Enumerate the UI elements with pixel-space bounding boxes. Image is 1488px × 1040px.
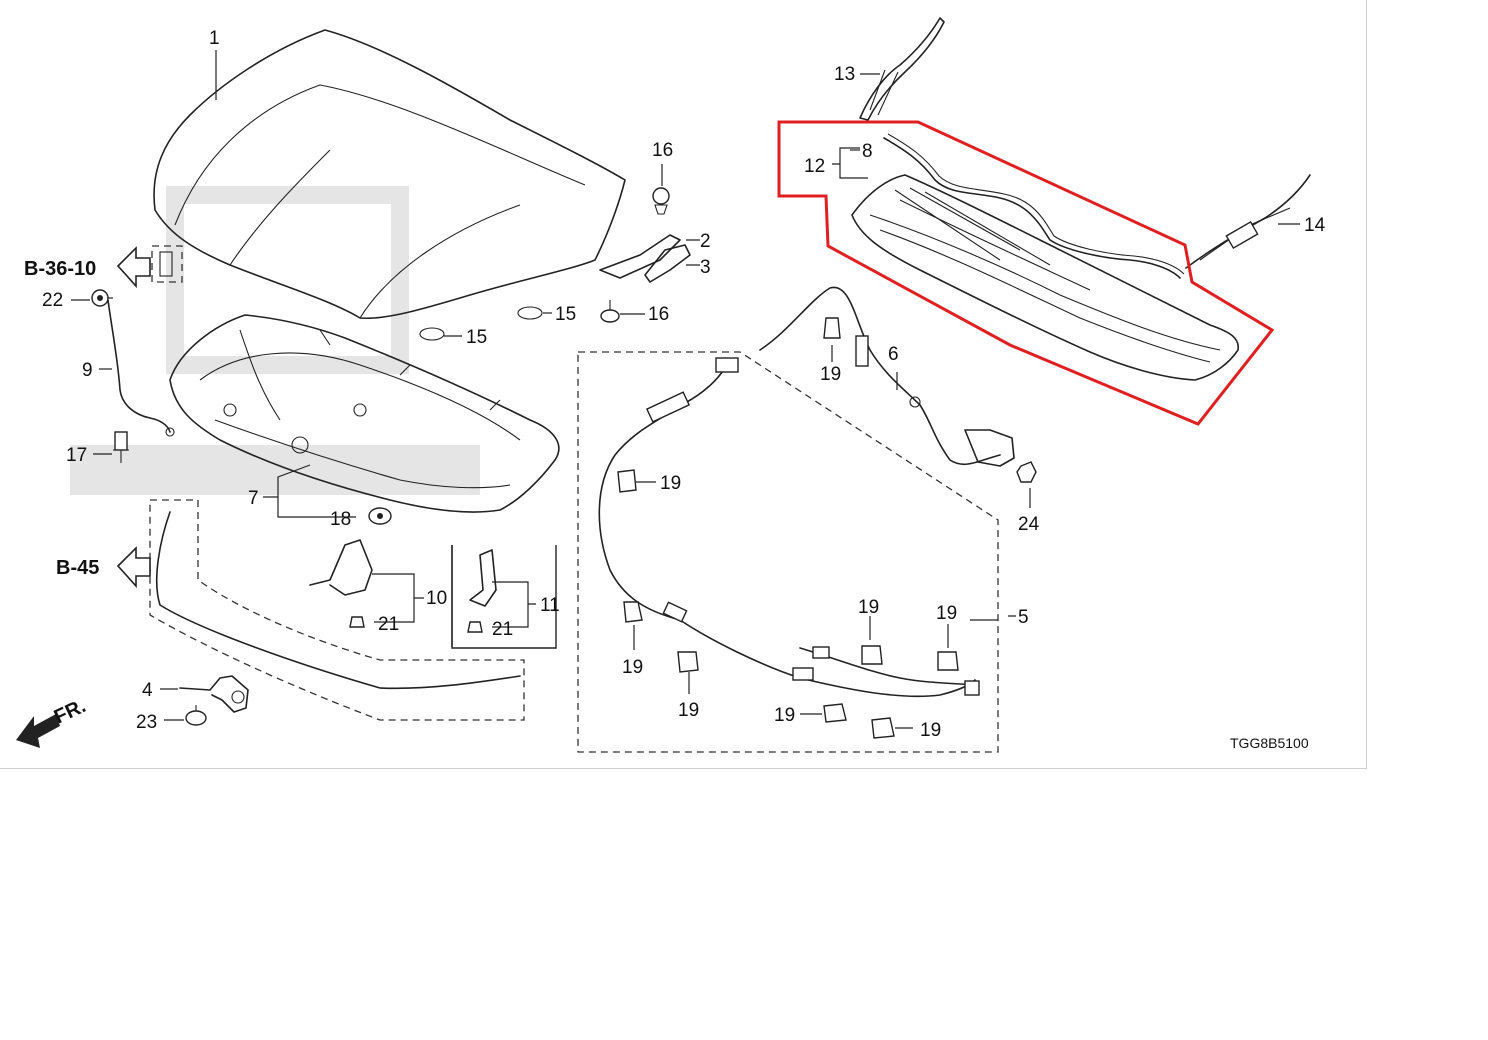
bracket-10-part bbox=[309, 539, 373, 596]
hood-molding-part bbox=[149, 499, 525, 721]
callout-19-d: 19 bbox=[678, 700, 699, 721]
callout-9: 9 bbox=[82, 360, 93, 381]
grommet-22-part bbox=[91, 289, 109, 307]
connector-b3610-part bbox=[151, 245, 183, 283]
front-arrow-icon bbox=[16, 714, 60, 748]
diagram-code: TGG8B5100 bbox=[1230, 735, 1309, 751]
callout-4: 4 bbox=[142, 680, 153, 701]
hood-insulator-part bbox=[169, 314, 560, 513]
cowl-top-part bbox=[851, 174, 1239, 381]
leader-lines bbox=[71, 50, 1300, 729]
callout-13: 13 bbox=[834, 64, 855, 85]
callout-14: 14 bbox=[1304, 215, 1326, 236]
callout-19-g: 19 bbox=[774, 705, 795, 726]
release-handle-cable-part bbox=[759, 286, 1015, 467]
ref-arrow-b45[interactable]: B-45 bbox=[56, 546, 151, 589]
callout-16-top: 16 bbox=[652, 140, 673, 161]
wiper-arm-13-part bbox=[859, 17, 945, 121]
nut-24-part bbox=[1016, 461, 1037, 483]
callout-19-a: 19 bbox=[820, 364, 841, 385]
callout-21-a: 21 bbox=[378, 614, 399, 635]
clip-18-part bbox=[368, 507, 392, 525]
parts-diagram: B-36-10 B-45 FR. 1 16 2 3 16 15 15 22 9 … bbox=[0, 0, 1367, 769]
callout-19-h: 19 bbox=[920, 720, 941, 741]
bolt-23-part bbox=[185, 705, 207, 726]
watermark bbox=[70, 186, 480, 495]
callout-23: 23 bbox=[136, 712, 157, 733]
ref-arrow-b3610[interactable]: B-36-10 bbox=[24, 246, 151, 289]
frame-11-edges bbox=[451, 545, 556, 649]
nut-16-top-part bbox=[652, 187, 670, 215]
callout-15-left: 15 bbox=[466, 327, 487, 348]
callout-18: 18 bbox=[330, 509, 351, 530]
callout-12: 12 bbox=[804, 156, 825, 177]
hood-stay-part bbox=[107, 299, 175, 437]
ref-label-b45[interactable]: B-45 bbox=[56, 557, 99, 579]
front-direction-indicator: FR. bbox=[16, 695, 89, 748]
callout-7: 7 bbox=[248, 488, 259, 509]
bracket-11-part bbox=[469, 549, 497, 607]
bolt-16-bottom-part bbox=[600, 300, 620, 323]
highlight-outline bbox=[777, 120, 1275, 426]
hood-hinge-part bbox=[599, 234, 691, 283]
callout-3: 3 bbox=[700, 257, 711, 278]
ref-label-b3610[interactable]: B-36-10 bbox=[24, 258, 96, 280]
callout-19-c: 19 bbox=[622, 657, 643, 678]
cowl-seal-8-part bbox=[883, 133, 1185, 279]
callout-15-right: 15 bbox=[555, 304, 576, 325]
callout-5: 5 bbox=[1018, 607, 1029, 628]
callout-19-b: 19 bbox=[660, 473, 681, 494]
callout-6: 6 bbox=[888, 344, 899, 365]
nut-21-b-part bbox=[467, 621, 483, 633]
release-cable-part bbox=[598, 357, 980, 698]
hood-lock-part bbox=[179, 675, 249, 713]
callout-11: 11 bbox=[540, 595, 560, 616]
callout-8: 8 bbox=[862, 141, 873, 162]
diagram-canvas: B-36-10 B-45 FR. 1 16 2 3 16 15 15 22 9 … bbox=[16, 17, 1326, 753]
callout-17: 17 bbox=[66, 445, 87, 466]
release-cable-frame bbox=[577, 351, 999, 753]
wiper-arm-14-part bbox=[1185, 174, 1311, 269]
callout-16-bottom: 16 bbox=[648, 304, 669, 325]
nut-21-a-part bbox=[349, 616, 365, 628]
hood-part bbox=[153, 29, 626, 320]
callout-19-e: 19 bbox=[858, 597, 879, 618]
callout-19-f: 19 bbox=[936, 603, 957, 624]
callout-1: 1 bbox=[209, 28, 220, 49]
callout-2: 2 bbox=[700, 231, 711, 252]
callout-21-b: 21 bbox=[492, 619, 513, 640]
clip-17-part bbox=[113, 431, 129, 463]
bumper-15-parts bbox=[419, 306, 543, 341]
callout-24: 24 bbox=[1018, 514, 1040, 535]
clip-19-parts bbox=[617, 317, 959, 739]
callout-22: 22 bbox=[42, 290, 63, 311]
callout-labels: 1 16 2 3 16 15 15 22 9 17 7 18 10 21 11 … bbox=[42, 28, 1326, 741]
callout-10: 10 bbox=[426, 588, 447, 609]
